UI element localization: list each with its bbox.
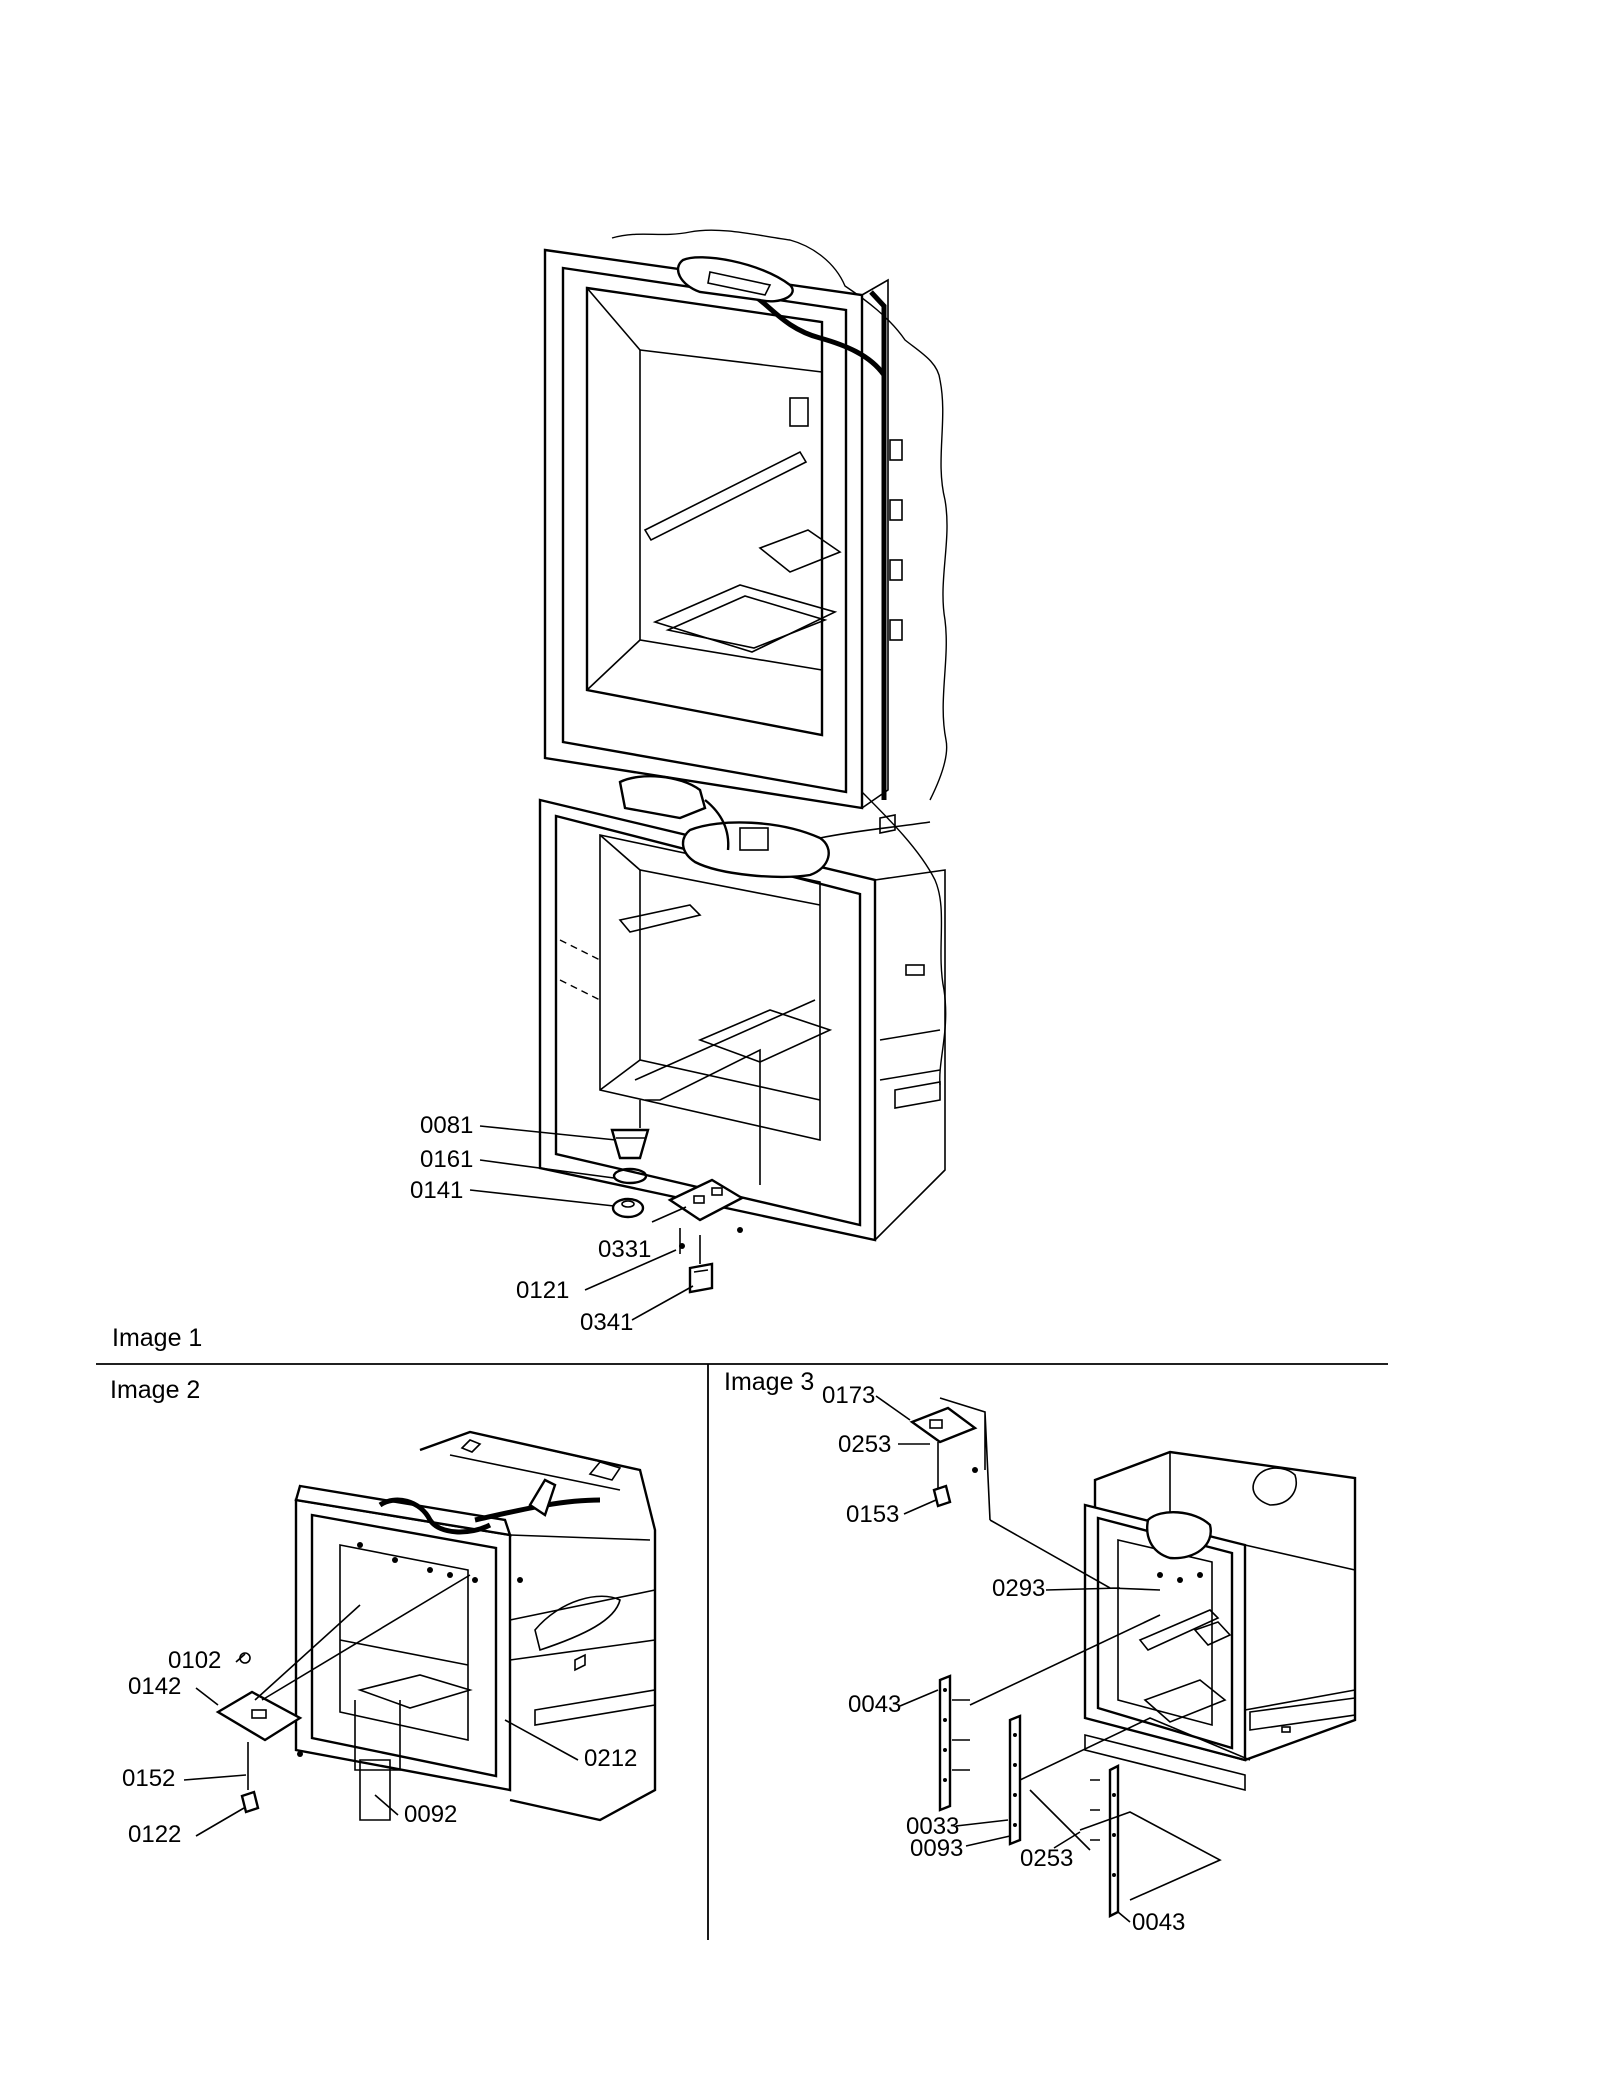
- callout-0341: 0341: [580, 1309, 633, 1336]
- callout-0253-bottom: 0253: [1020, 1845, 1073, 1872]
- callout-0043-right: 0043: [1132, 1909, 1185, 1936]
- callout-0092: 0092: [404, 1801, 457, 1828]
- callout-0253-top: 0253: [838, 1431, 891, 1458]
- panel-title-image2: Image 2: [110, 1376, 200, 1404]
- callout-0102: 0102: [168, 1647, 221, 1674]
- callout-0173: 0173: [822, 1382, 875, 1409]
- callout-0142: 0142: [128, 1673, 181, 1700]
- panel-title-image1: Image 1: [112, 1324, 202, 1352]
- image3-callouts: 0173 0253 0153 0293 0043 0033 0093 0253 …: [822, 1382, 1185, 1936]
- callout-0122: 0122: [128, 1821, 181, 1848]
- image3-illustration: [909, 1397, 1357, 1918]
- callout-0331: 0331: [598, 1236, 651, 1263]
- image2-illustration: [215, 1430, 657, 1822]
- callout-0293: 0293: [992, 1575, 1045, 1602]
- image2-callouts: 0102 0142 0152 0122 0092 0212: [122, 1647, 637, 1848]
- callout-0081: 0081: [420, 1112, 473, 1139]
- callout-0033: 0033: [906, 1813, 959, 1840]
- callout-0043-left: 0043: [848, 1691, 901, 1718]
- callout-0152: 0152: [122, 1765, 175, 1792]
- callout-0153: 0153: [846, 1501, 899, 1528]
- image1-leaders: [469, 1125, 694, 1321]
- image1-callouts: 0081 0161 0141 0331 0121 0341: [410, 1112, 651, 1336]
- callout-0161: 0161: [420, 1146, 473, 1173]
- image3-leaders: [875, 1395, 1131, 1923]
- image2-leaders: [183, 1653, 579, 1837]
- callout-0093: 0093: [910, 1835, 963, 1862]
- callout-0141: 0141: [410, 1177, 463, 1204]
- callout-0212: 0212: [584, 1745, 637, 1772]
- image1-illustration: [538, 229, 948, 1294]
- callout-0121: 0121: [516, 1277, 569, 1304]
- panel-title-image3: Image 3: [724, 1368, 814, 1396]
